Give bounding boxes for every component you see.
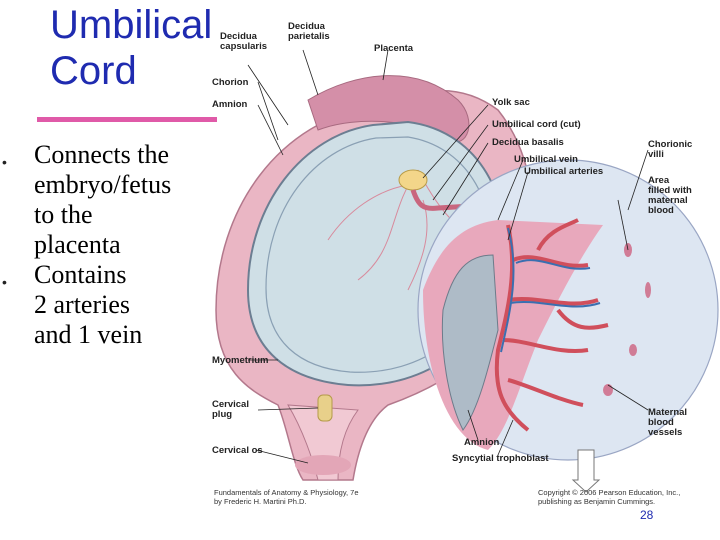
label-umbilical-arteries: Umbilical arteries <box>524 166 604 177</box>
figure-credit-right: Copyright © 2006 Pearson Education, Inc.… <box>538 488 681 506</box>
placenta-shape <box>307 75 470 143</box>
label-maternal-vessels: Maternal blood vessels <box>648 407 688 438</box>
bullet-dot-icon: • <box>2 154 7 170</box>
chorionic-villi-tree <box>494 218 609 432</box>
placenta-illustration: Decidua capsularis Decidua parietalis Pl… <box>208 10 720 515</box>
yolk-sac-shape <box>398 169 428 191</box>
bullet-item: • Contains 2 arteries and 1 vein <box>0 260 210 350</box>
bullet-list: • Connects the embryo/fetus to the place… <box>0 140 210 350</box>
label-yolk-sac: Yolk sac <box>492 97 530 108</box>
label-placenta: Placenta <box>374 43 414 54</box>
label-umbilical-vein: Umbilical vein <box>514 154 578 165</box>
uterus-diagram <box>215 49 719 493</box>
page-number: 28 <box>640 508 654 522</box>
umbilical-vein-lines <box>500 227 601 353</box>
bullet-text: Connects the embryo/fetus to the placent… <box>34 140 172 259</box>
maternal-blood-spots <box>603 243 651 396</box>
label-decidua-parietalis: Decidua parietalis <box>288 21 330 42</box>
label-umbilical-cord: Umbilical cord (cut) <box>492 119 581 130</box>
label-area-filled: Area filled with maternal blood <box>648 175 692 216</box>
amnion-cut-shape <box>441 254 499 431</box>
label-cervical-os: Cervical os <box>212 445 263 456</box>
cervix-shape <box>287 404 359 481</box>
bullet-item: • Connects the embryo/fetus to the place… <box>0 140 210 260</box>
leader-lines <box>247 49 649 464</box>
label-amnion-top: Amnion <box>212 99 248 110</box>
title-underline <box>37 117 217 122</box>
figure-credit-left: Fundamentals of Anatomy & Physiology, 7e… <box>214 488 359 506</box>
cervical-os-shape <box>295 455 351 475</box>
label-myometrium: Myometrium <box>212 355 269 366</box>
cervical-plug-shape <box>317 394 333 422</box>
slide-title: Umbilical Cord <box>50 3 213 93</box>
label-cervical-plug: Cervical plug <box>212 399 249 420</box>
label-chorionic-villi: Chorionic villi <box>648 139 693 160</box>
down-arrow-icon <box>571 449 601 493</box>
label-chorion: Chorion <box>212 77 249 88</box>
bullet-dot-icon: • <box>2 274 7 290</box>
label-syncytial-trophoblast: Syncytial trophoblast <box>452 453 549 464</box>
label-decidua-basalis: Decidua basalis <box>492 137 564 148</box>
label-amnion-bottom: Amnion <box>464 437 500 448</box>
bullet-text: Contains 2 arteries and 1 vein <box>34 260 143 349</box>
label-decidua-capsularis: Decidua capsularis <box>220 31 267 52</box>
